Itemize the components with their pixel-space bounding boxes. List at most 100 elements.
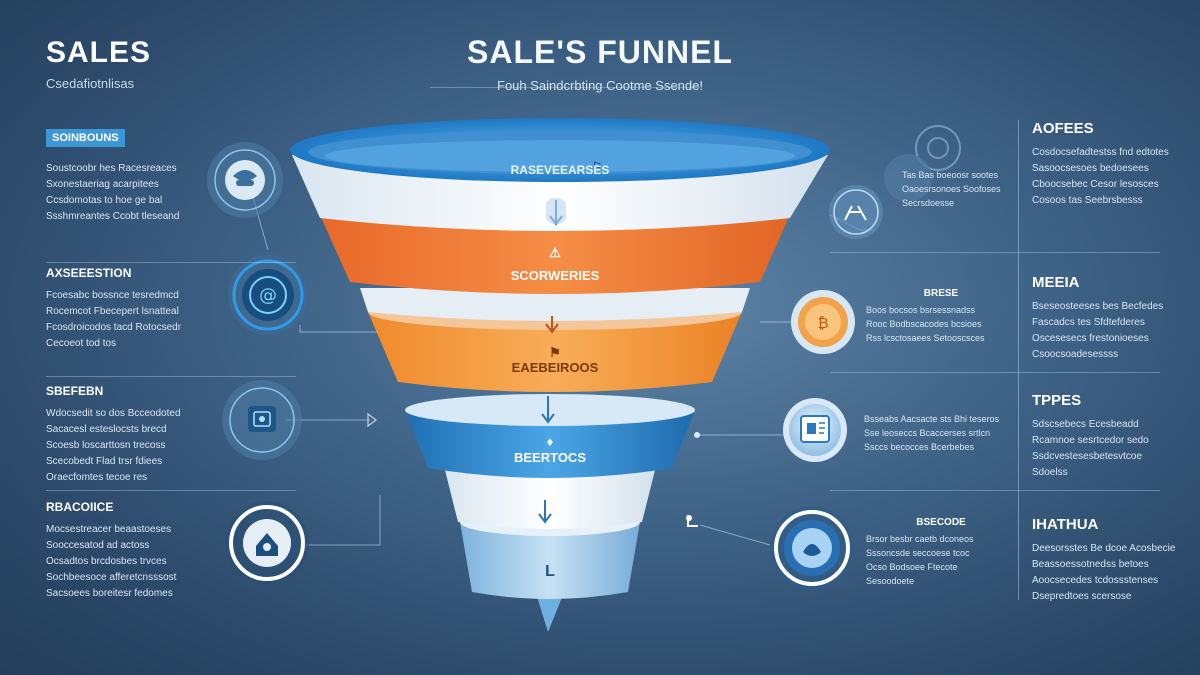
mid-section-4-line: Sesoodoete bbox=[866, 576, 915, 586]
right-section-1-line: Cosdocsefadtestss fnd edtotes bbox=[1032, 147, 1169, 158]
connector-arrow-left-3 bbox=[367, 412, 377, 428]
subtitle-divider bbox=[430, 87, 700, 88]
mid-section-4: BSECODE Brsor besbr caetb dconeos Sssonc… bbox=[866, 517, 1016, 588]
funnel-stage-4-body bbox=[405, 410, 695, 478]
right-section-2-line: Fascadcs tes Sfdtefderes bbox=[1032, 317, 1145, 328]
stage-5-label: L bbox=[545, 563, 555, 580]
stage-1-label: RASEVEEARSES bbox=[510, 163, 610, 177]
mid-section-4-heading: BSECODE bbox=[916, 517, 966, 528]
left-section-3-line: Wdocsedit so dos Bcceodoted bbox=[46, 408, 181, 419]
right-divider-2 bbox=[830, 372, 1160, 373]
stage-3-down-arrow bbox=[545, 316, 559, 334]
icon-circle-left-3 bbox=[222, 380, 302, 460]
right-divider-3 bbox=[830, 490, 1160, 491]
mid-section-4-line: Sssoncsde seccoese tcoc bbox=[866, 548, 970, 558]
right-section-2-line: Oscesesecs frestonioeses bbox=[1032, 333, 1149, 344]
connector-right-4 bbox=[699, 524, 771, 546]
icon-circle-right-3 bbox=[783, 398, 847, 462]
right-column-divider bbox=[1018, 120, 1019, 600]
mid-section-3-line: Ssccs becocces Bcerbebes bbox=[864, 442, 975, 452]
left-section-3-line: Scoesb loscarttosn trecoss bbox=[46, 440, 166, 451]
left-section-3-heading: SBEFEBN bbox=[46, 384, 104, 398]
icon-circle-right-1 bbox=[829, 185, 883, 239]
mid-section-2: BRESE Boos bocsos bsrsessnadss Rooc Bodb… bbox=[866, 288, 1016, 345]
right-section-4: IHATHUA Deesorsstes Be dcoe Acosbecie Be… bbox=[1032, 516, 1192, 605]
left-section-4-heading: RBACOIICE bbox=[46, 500, 114, 514]
funnel-stage-2-body bbox=[320, 215, 790, 294]
left-section-2-line: Fcosdroicodos tacd Rotocsedr bbox=[46, 322, 182, 333]
left-section-2-line: Cecoeot tod tos bbox=[46, 338, 117, 349]
right-section-2-line: Csoocsoadesessss bbox=[1032, 349, 1119, 360]
right-section-2-heading: MEEIA bbox=[1032, 274, 1080, 291]
left-section-4-line: Ocsadtos brcdosbes trvces bbox=[46, 556, 167, 567]
icon-circle-right-2: ₿ bbox=[791, 290, 855, 354]
mid-section-1-line: Tas Bas boeoosr sootes bbox=[902, 170, 999, 180]
mid-section-3-line: Bsseabs Aacsacte sts Bhi teseros bbox=[864, 414, 1000, 424]
left-section-2-heading: AXSEEESTION bbox=[46, 266, 132, 280]
left-section-1-line: Ssshmreantes Ccobt tleseand bbox=[46, 211, 180, 222]
right-section-2-line: Bseseosteeses bes Becfedes bbox=[1032, 301, 1164, 312]
icon-circle-left-4 bbox=[225, 501, 309, 585]
right-section-3-line: Ssdcvestesesbetesvtcoe bbox=[1032, 451, 1143, 462]
left-section-2-line: Rocemcot Fbecepert lsnatteal bbox=[46, 306, 179, 317]
right-section-4-heading: IHATHUA bbox=[1032, 516, 1099, 533]
funnel-stage-3-body bbox=[368, 312, 742, 392]
right-section-1-heading: AOFEES bbox=[1032, 120, 1094, 137]
left-section-1-tag: SOINBOUNS bbox=[46, 129, 125, 147]
left-divider-2 bbox=[46, 376, 296, 377]
right-section-3-line: Rcamnoe sesrtcedor sedo bbox=[1032, 435, 1149, 446]
left-section-4-line: Sooccesatod ad actoss bbox=[46, 540, 150, 551]
mid-section-2-line: Rooc Bodbscacodes bcsioes bbox=[866, 319, 982, 329]
left-section-3-line: Sacacesl esteslocsts brecd bbox=[46, 424, 167, 435]
left-section-3: SBEFEBN Wdocsedit so dos Bcceodoted Saca… bbox=[46, 384, 246, 486]
right-divider-1 bbox=[830, 252, 1160, 253]
icon-circle-left-1 bbox=[207, 142, 283, 218]
left-section-1-line: Ccsdomotas to hoe ge bal bbox=[46, 195, 163, 206]
stage-2-label: SCORWERIES bbox=[510, 268, 600, 283]
left-section-1: SOINBOUNS Soustcoobr hes Racesreaces Sxo… bbox=[46, 128, 246, 225]
right-section-4-line: Aoocsecedes tcdossstenses bbox=[1032, 575, 1159, 586]
svg-text:₿: ₿ bbox=[817, 314, 828, 332]
left-section-3-line: Scecobedt Flad trsr fdiees bbox=[46, 456, 163, 467]
stage-3-marker: ⚑ bbox=[549, 345, 561, 360]
page-subtitle: Fouh Saindcrbting Cootme Ssende! bbox=[497, 78, 703, 93]
svg-text:@: @ bbox=[259, 285, 277, 306]
icon-circle-right-4 bbox=[770, 506, 854, 590]
mid-section-2-line: Boos bocsos bsrsessnadss bbox=[866, 305, 976, 315]
stage-4-marker: ♦ bbox=[546, 434, 554, 449]
left-section-2: AXSEEESTION Fcoesabc bossnce tesredmcd R… bbox=[46, 266, 246, 352]
right-section-1-line: Cboocsebec Cesor lesosces bbox=[1032, 179, 1159, 190]
right-section-3-line: Sdscsebecs Ecesbeadd bbox=[1032, 419, 1139, 430]
stage-4-label: BEERTOCS bbox=[514, 450, 586, 465]
right-section-1-line: Cosoos tas Seebrsbesss bbox=[1032, 195, 1143, 206]
stage-1-marker: ⚐ bbox=[592, 161, 602, 173]
mid-section-4-line: Ocso Bodsoee Ftecote bbox=[866, 562, 958, 572]
page-title: SALE'S FUNNEL bbox=[467, 34, 733, 70]
stage-2-marker: ⚠ bbox=[549, 245, 561, 260]
left-section-4-line: Sacsoees boreitesr fedomes bbox=[46, 588, 173, 599]
left-section-1-line: Sxonestaeriag acarpitees bbox=[46, 179, 159, 190]
stage-5-down-arrow bbox=[538, 500, 552, 524]
brand-subtitle: Csedafiotnlisas bbox=[46, 76, 135, 91]
mid-section-1: Tas Bas boeoosr sootes Oaoesrsonoes Soof… bbox=[902, 168, 1052, 210]
right-section-3: TPPES Sdscsebecs Ecesbeadd Rcamnoe sesrt… bbox=[1032, 392, 1192, 481]
left-section-4: RBACOIICE Mocsestreacer beaastoeses Sooc… bbox=[46, 500, 246, 602]
right-section-1-line: Sasoocsesoes bedoesees bbox=[1032, 163, 1149, 174]
brand-logo-text: SALES bbox=[46, 36, 152, 69]
mid-section-3: Bsseabs Aacsacte sts Bhi teseros Sse leo… bbox=[864, 412, 1014, 454]
funnel-stage-4-rim bbox=[405, 394, 695, 426]
right-section-1: AOFEES Cosdocsefadtestss fnd edtotes Sas… bbox=[1032, 120, 1192, 209]
right-section-4-line: Beassoessotnedss betoes bbox=[1032, 559, 1149, 570]
left-divider-3 bbox=[46, 490, 296, 491]
connector-left-2 bbox=[299, 325, 378, 333]
left-section-4-line: Mocsestreacer beaastoeses bbox=[46, 524, 172, 535]
mid-section-2-line: Rss lcsctosaees Setooscsces bbox=[866, 333, 985, 343]
right-section-4-line: Dsepredtoes scersose bbox=[1032, 591, 1132, 602]
funnel-stage-5-body bbox=[460, 522, 640, 599]
right-section-3-line: Sdoelss bbox=[1032, 467, 1068, 478]
left-section-3-line: Oraecfomtes tecoe res bbox=[46, 472, 148, 483]
stage-4-down-arrow bbox=[541, 396, 555, 424]
left-section-1-line: Soustcoobr hes Racesreaces bbox=[46, 163, 177, 174]
icon-circle-left-2: @ bbox=[228, 255, 308, 335]
